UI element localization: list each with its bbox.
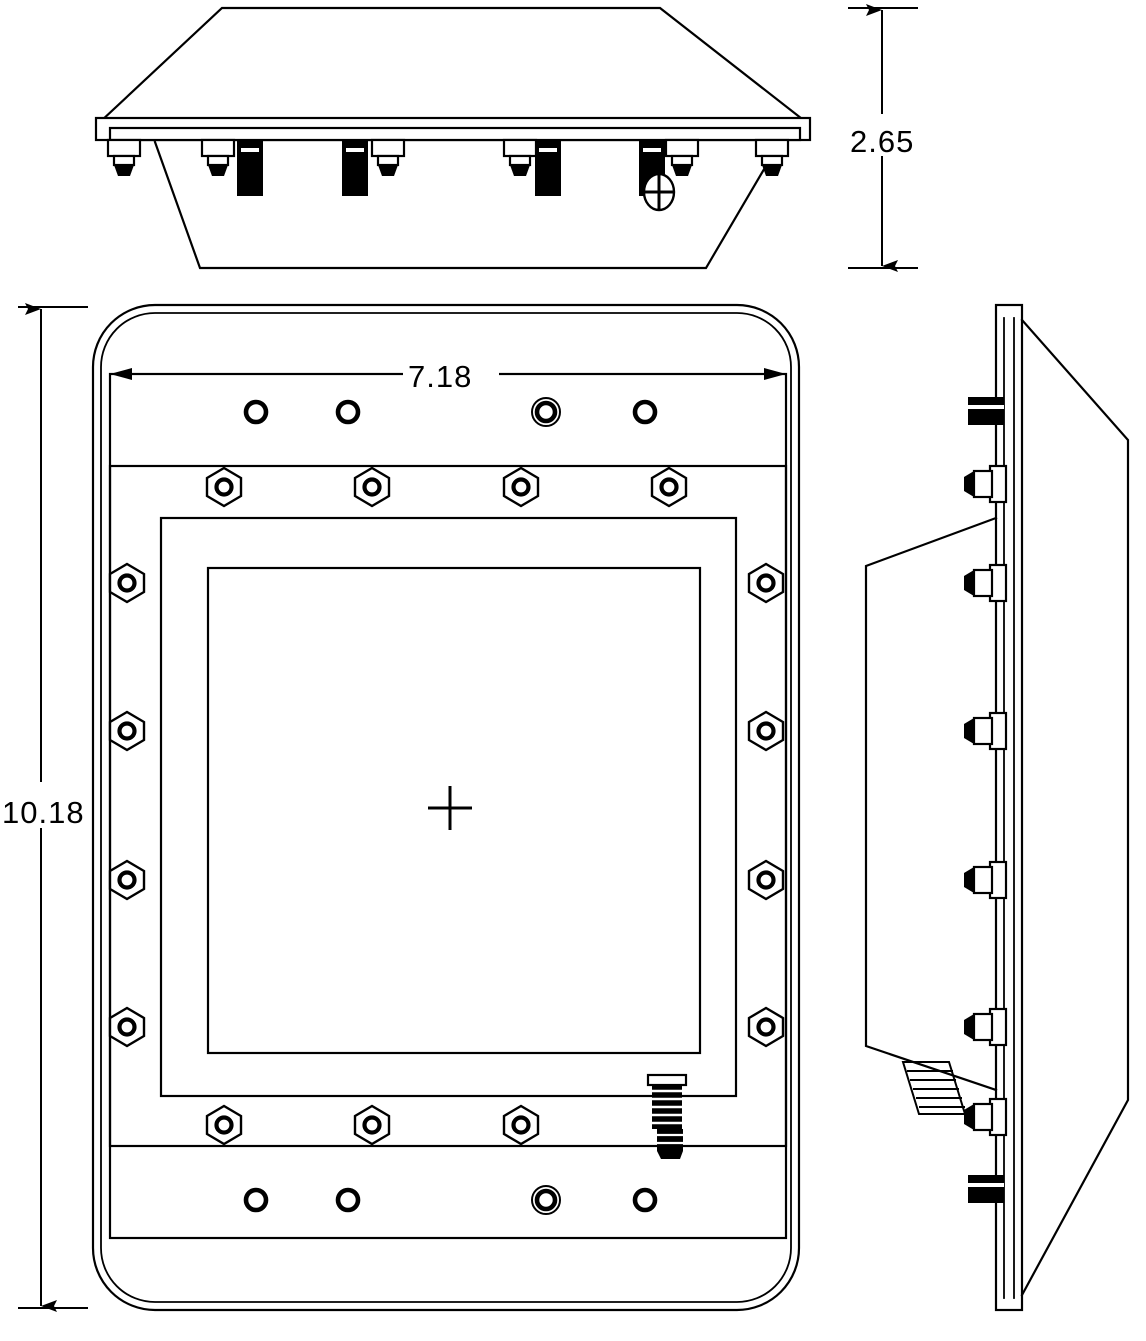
dim-arrow-left	[110, 368, 132, 380]
tv-bolt-1	[106, 138, 142, 178]
nut-t2	[355, 468, 389, 506]
dimension-depth-2-65: 2.65	[846, 4, 944, 272]
front-view-bottom-hex-nuts	[207, 1106, 538, 1144]
nut-l4	[110, 1008, 144, 1046]
dimension-label-width: 7.18	[408, 359, 472, 394]
dimension-label-depth: 2.65	[850, 124, 914, 159]
nut-t3	[504, 468, 538, 506]
top-view-body-outline	[97, 6, 810, 124]
housing-outline-inner	[100, 312, 792, 1303]
dimension-height-10-18: 10.18	[0, 303, 88, 1312]
center-crosshair	[428, 786, 472, 830]
side-view-body-profile	[1020, 318, 1130, 1297]
front-view-top-holes	[246, 398, 655, 426]
right-side-view	[864, 303, 1130, 1312]
side-view-inner-profile	[864, 516, 998, 1092]
front-view-top-hex-nuts	[207, 468, 686, 506]
front-view-window-frame	[159, 516, 738, 1098]
nut-t1	[207, 468, 241, 506]
sv-nut-2	[962, 563, 1008, 603]
nut-b2	[355, 1106, 389, 1144]
nut-r1	[749, 564, 783, 602]
tv-bolt-4	[502, 138, 538, 178]
nut-l3	[110, 861, 144, 899]
hole-t2	[338, 402, 358, 422]
hole-t1	[246, 402, 266, 422]
nut-r4	[749, 1008, 783, 1046]
hole-b1	[246, 1190, 266, 1210]
nut-l2	[110, 712, 144, 750]
hole-t4	[635, 402, 655, 422]
sv-nut-6	[962, 1097, 1008, 1137]
dimension-label-height: 10.18	[2, 795, 85, 830]
side-view-mounting-plate	[994, 303, 1024, 1312]
nut-l1	[110, 564, 144, 602]
top-view-flange-plate	[94, 116, 812, 142]
nut-r3	[749, 861, 783, 899]
sv-nut-1	[962, 464, 1008, 504]
sv-nut-3	[962, 711, 1008, 751]
crossed-circle-marker-icon	[642, 172, 676, 212]
front-view-left-hex-nuts	[110, 564, 144, 1046]
dim-arrow-right	[764, 368, 786, 380]
nut-b1	[207, 1106, 241, 1144]
front-view-mid-frame	[108, 464, 788, 1148]
sv-nut-4	[962, 860, 1008, 900]
hole-b3	[532, 1186, 560, 1214]
nut-b3	[504, 1106, 538, 1144]
top-view	[94, 6, 812, 270]
sv-blk-2	[968, 1175, 1004, 1203]
hole-b4	[635, 1190, 655, 1210]
sv-blk-1	[968, 397, 1004, 425]
top-view-lower-body	[153, 140, 782, 270]
front-view-outer-housing	[91, 303, 801, 1312]
tv-bolt-6	[754, 138, 790, 178]
nut-r2	[749, 712, 783, 750]
front-view-right-hex-nuts	[749, 564, 783, 1046]
hole-b2	[338, 1190, 358, 1210]
front-view	[91, 303, 801, 1312]
top-view-fasteners	[106, 138, 790, 196]
sv-nut-5	[962, 1007, 1008, 1047]
tv-stud-1	[237, 140, 263, 196]
tv-stud-2	[342, 140, 368, 196]
front-view-display-aperture	[206, 566, 702, 1055]
dimension-width-7-18: 7.18	[110, 352, 786, 394]
front-view-faceplate	[108, 372, 788, 1240]
front-view-bottom-holes	[246, 1186, 655, 1214]
hole-t3	[532, 398, 560, 426]
tv-bolt-3	[370, 138, 406, 178]
housing-outline-outer	[91, 303, 801, 1312]
side-view-dark-blocks	[968, 397, 1004, 1203]
nut-t4	[652, 468, 686, 506]
tv-bolt-5	[664, 138, 700, 178]
tv-stud-3	[535, 140, 561, 196]
tv-bolt-2	[200, 138, 236, 178]
